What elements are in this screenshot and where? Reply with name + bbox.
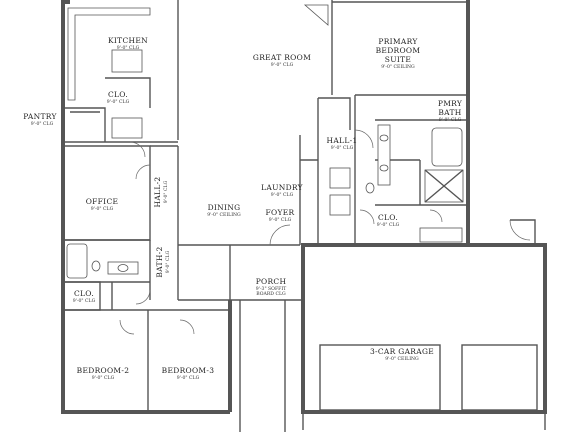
bath2-sub: 9'-0" CLG <box>165 250 171 273</box>
hall2-sub: 9'-0" CLG <box>163 180 169 203</box>
pmry-label-2: BATH <box>438 108 461 117</box>
great-room-label: GREAT ROOM <box>253 53 311 62</box>
vanity <box>377 124 391 186</box>
kitchen-island <box>111 49 143 73</box>
bathtub <box>431 127 463 167</box>
primary-label-3: SUITE <box>385 55 411 64</box>
toilet <box>365 182 375 194</box>
bath2-label: BATH-2 <box>155 246 164 277</box>
kitchen-label: KITCHEN <box>108 36 148 45</box>
clo-kitchen-sub: 9'-0" CLG <box>107 99 130 105</box>
bath2-tub <box>66 243 88 279</box>
pmry-label-1: PMRY <box>438 99 463 108</box>
bedroom3-label: BEDROOM-3 <box>162 366 215 375</box>
pantry-sub: 9'-0" CLG <box>31 121 54 127</box>
garage-sub: 9'-0" CEILING <box>385 356 419 362</box>
foyer-sub: 9'-0" CLG <box>269 217 292 223</box>
primary-label-1: PRIMARY <box>378 37 418 46</box>
walkway <box>230 299 303 432</box>
clo-primary-sub: 9'-0" CLG <box>377 222 400 228</box>
office-label: OFFICE <box>86 197 119 206</box>
laundry-label: LAUNDRY <box>261 183 304 192</box>
porch-sub2: BOARD CLG <box>256 291 286 297</box>
dining-sub: 9'-0" CEILING <box>207 212 241 218</box>
room-labels: KITCHEN 9'-0" CLG GREAT ROOM 9'-0" CLG P… <box>23 36 463 381</box>
kitchen-sub: 9'-0" CLG <box>117 45 140 51</box>
garage-doors <box>302 344 546 430</box>
porch-sub: 9'-3" SOFFIT <box>256 286 287 292</box>
kitchen-counter <box>67 7 151 101</box>
laundry-sub: 9'-0" CLG <box>271 192 294 198</box>
clo-primary-label: CLO. <box>378 213 398 222</box>
fireplace <box>303 4 329 26</box>
bedroom3-sub: 9'-0" CLG <box>177 375 200 381</box>
pmry-sub: 9'-0" CLG <box>439 117 462 123</box>
primary-label-2: BEDROOM <box>376 46 421 55</box>
clo-kitchen-label: CLO. <box>108 90 128 99</box>
dining-label: DINING <box>208 203 241 212</box>
clo-bed2-label: CLO. <box>74 289 94 298</box>
bedroom2-sub: 9'-0" CLG <box>92 375 115 381</box>
door-swings <box>119 129 531 335</box>
bedroom2-label: BEDROOM-2 <box>77 366 130 375</box>
clo-bed2-sub: 9'-0" CLG <box>73 298 96 304</box>
primary-sub: 9'-0" CEILING <box>381 64 415 70</box>
pantry-label: PANTRY <box>23 112 57 121</box>
hall2-label: HALL-2 <box>153 176 162 207</box>
foyer-label: FOYER <box>266 208 295 217</box>
hall1-sub: 9'-0" CLG <box>331 145 354 151</box>
garage-label: 3-CAR GARAGE <box>370 347 434 356</box>
porch-label: PORCH <box>256 277 287 286</box>
hall1-label: HALL-1 <box>326 136 357 145</box>
fixtures <box>66 4 464 279</box>
office-sub: 9'-0" CLG <box>91 206 114 212</box>
great-room-sub: 9'-0" CLG <box>271 62 294 68</box>
interior-walls <box>63 0 468 412</box>
